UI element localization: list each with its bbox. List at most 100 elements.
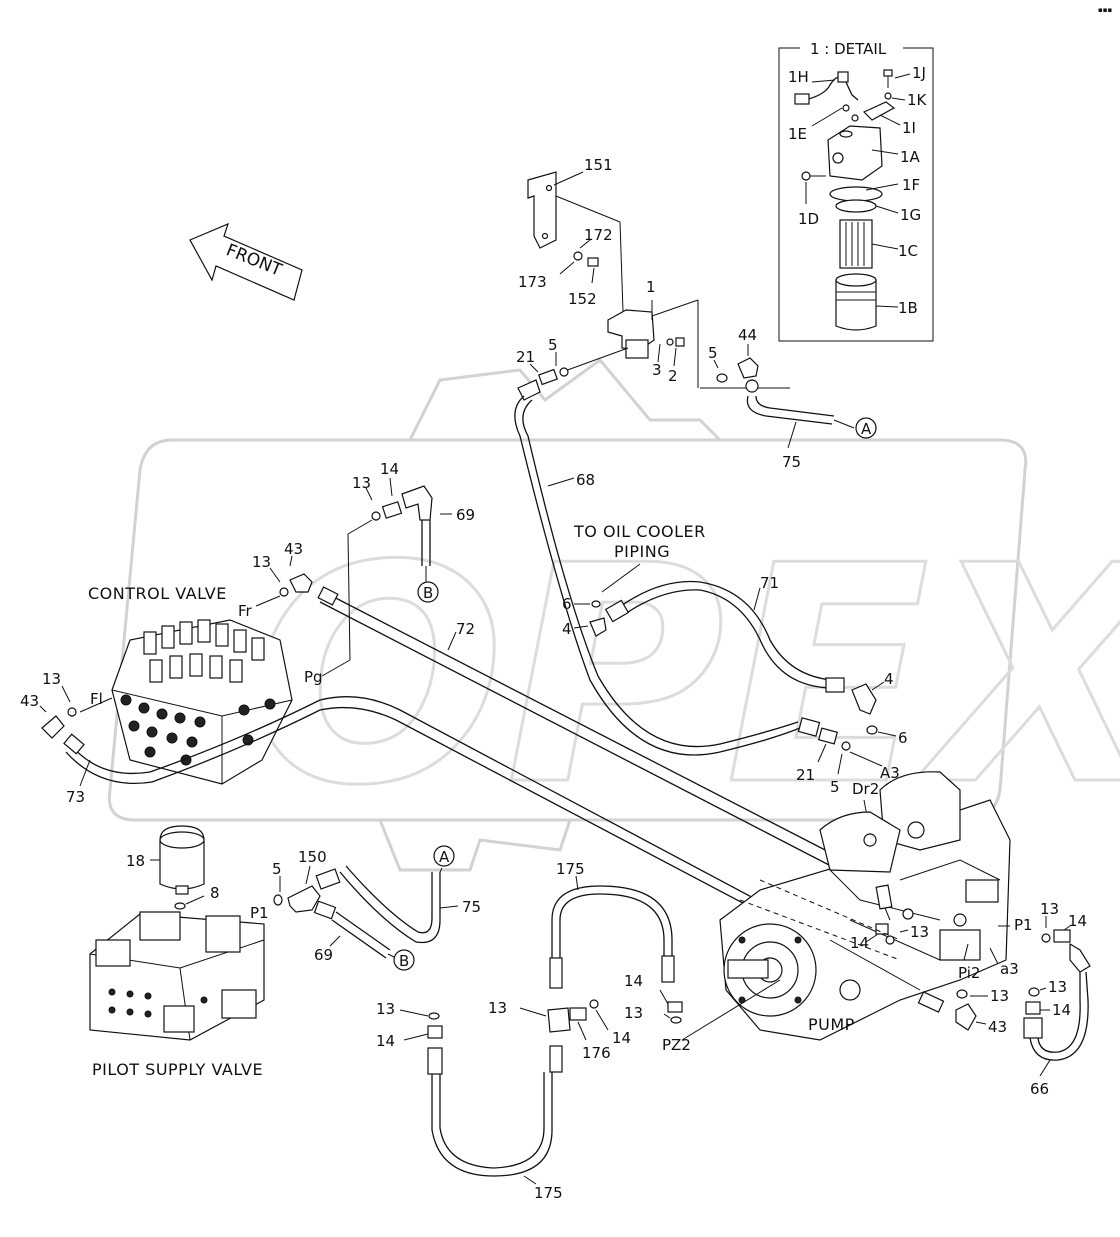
connector-b-bottom [393,949,415,971]
elbow-43-right-icon [955,1003,977,1031]
svg-text:8: 8 [210,884,220,902]
elbow-43-left-icon [41,715,65,739]
hose-69-top: B 14 13 69 [321,460,475,677]
svg-text:1B: 1B [898,299,918,317]
hose-175-lower: 13 14 175 [376,1000,563,1202]
svg-text:PZ2: PZ2 [662,1036,691,1054]
svg-text:A3: A3 [880,764,900,782]
svg-text:4: 4 [884,670,894,688]
detail-title: 1 : DETAIL [810,40,887,58]
svg-text:151: 151 [584,156,613,174]
svg-text:B: B [423,584,433,602]
svg-text:1D: 1D [798,210,819,228]
watermark-text: OPEX [250,502,1120,851]
hose-71: 71 6 4 4 6 [562,574,908,747]
detail-box: 1 : DETAIL [778,40,934,342]
solenoid-1-icon [625,339,649,359]
svg-text:1A: 1A [900,148,921,166]
svg-text:175: 175 [534,1184,563,1202]
svg-text:13: 13 [1040,900,1059,918]
tee-150-icon [287,885,321,913]
hose-75-top: A 75 [746,395,877,471]
svg-text:14: 14 [850,934,869,952]
svg-text:1: 1 [646,278,656,296]
svg-text:▪▪▪: ▪▪▪ [1098,6,1112,14]
svg-text:a3: a3 [1000,960,1019,978]
front-direction-arrow: FRONT [189,222,303,301]
svg-text:175: 175 [556,860,585,878]
svg-text:14: 14 [1052,1001,1071,1019]
svg-text:13: 13 [376,1000,395,1018]
pump-guides [739,879,945,1013]
solenoid-1a-icon [827,125,883,181]
svg-text:43: 43 [988,1018,1007,1036]
svg-text:73: 73 [66,788,85,806]
svg-text:1J: 1J [912,64,926,82]
fittings-a3-dr2: 21 5 A3 Dr2 [796,717,900,833]
svg-text:173: 173 [518,273,547,291]
spool-caps [143,619,265,683]
right-side-fittings: 13 14 13 43 13 14 66 [955,900,1091,1098]
svg-text:A: A [439,848,450,866]
svg-text:69: 69 [456,506,475,524]
svg-text:14: 14 [1068,912,1087,930]
svg-text:13: 13 [990,987,1009,1005]
svg-text:69: 69 [314,946,333,964]
svg-text:44: 44 [738,326,757,344]
svg-text:75: 75 [462,898,481,916]
svg-text:2: 2 [668,367,678,385]
pilot-supply-valve-caption: PILOT SUPPLY VALVE [92,1060,263,1079]
svg-text:71: 71 [760,574,779,592]
svg-text:1H: 1H [788,68,809,86]
svg-text:Dr2: Dr2 [852,780,879,798]
elbow-44-icon [737,357,759,379]
svg-text:68: 68 [576,471,595,489]
fittings-top: 21 5 5 44 [516,326,759,401]
svg-text:21: 21 [796,766,815,784]
svg-text:6: 6 [898,729,908,747]
connector-b-top [417,581,439,603]
svg-text:150: 150 [298,848,327,866]
control-valve-caption: CONTROL VALVE [88,584,227,603]
svg-text:152: 152 [568,290,597,308]
svg-text:1K: 1K [907,91,928,109]
svg-text:Pg: Pg [304,668,323,686]
svg-text:1F: 1F [902,176,920,194]
svg-text:18: 18 [126,852,145,870]
svg-text:13: 13 [252,553,271,571]
svg-text:Pi2: Pi2 [958,964,980,982]
filter-element-1c-icon [839,219,873,269]
svg-text:4: 4 [562,620,572,638]
svg-text:1I: 1I [902,119,916,137]
svg-text:13: 13 [352,474,371,492]
pump-assembly: PUMP P1 Pi2 a3 13 14 [719,771,1033,1041]
svg-text:43: 43 [284,540,303,558]
svg-text:1G: 1G [900,206,921,224]
pilot-supply-valve: 18 8 P1 PILOT SUPPLY VALVE 5 150 A 75 [89,825,481,1079]
svg-text:13: 13 [488,999,507,1017]
svg-text:P1: P1 [250,904,269,922]
oil-cooler-caption-2: PIPING [614,542,670,561]
svg-text:14: 14 [380,460,399,478]
svg-text:66: 66 [1030,1080,1049,1098]
svg-text:72: 72 [456,620,475,638]
oil-cooler-caption-1: TO OIL COOLER [573,522,706,541]
svg-text:1E: 1E [788,125,807,143]
svg-text:43: 43 [20,692,39,710]
svg-text:6: 6 [562,595,572,613]
oil-cooler-note: TO OIL COOLER PIPING [573,522,706,593]
svg-text:14: 14 [376,1032,395,1050]
svg-text:75: 75 [782,453,801,471]
svg-text:13: 13 [42,670,61,688]
tee-176-icon [547,1007,571,1033]
svg-text:5: 5 [830,778,840,796]
svg-text:14: 14 [612,1029,631,1047]
pump-caption: PUMP [808,1015,855,1034]
svg-text:A: A [861,420,872,438]
solenoid-valve-assembly: 151 172 173 152 1 3 2 [518,156,790,389]
control-valve: CONTROL VALVE [20,540,323,785]
connector-a-bottom [433,845,455,867]
svg-text:5: 5 [708,344,718,362]
hose-73: 73 [63,696,871,969]
